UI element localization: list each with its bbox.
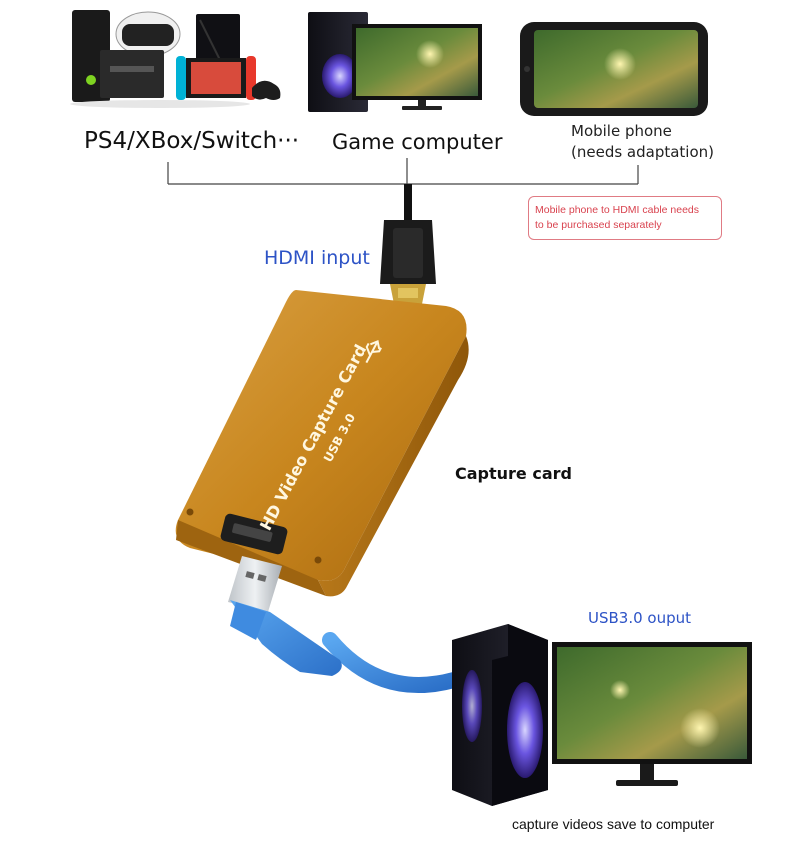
mobile-phone-label: Mobile phone (needs adaptation) (571, 121, 714, 163)
switch-dock-icon (100, 50, 164, 98)
consoles-illustration (70, 10, 281, 108)
game-computer-illustration (308, 12, 482, 112)
purchase-note-line1: Mobile phone to HDMI cable needs (535, 204, 700, 216)
mobile-phone-label-line1: Mobile phone (571, 122, 672, 140)
hdmi-cable (380, 184, 436, 304)
consoles-label: PS4/XBox/Switch··· (84, 128, 300, 154)
capture-card-label: Capture card (455, 464, 572, 483)
destination-computer-illustration (452, 624, 752, 806)
mobile-phone-label-line2: (needs adaptation) (571, 143, 715, 161)
purchase-note-box: Mobile phone to HDMI cable needs to be p… (528, 196, 722, 240)
controller-icon (252, 80, 281, 100)
source-bracket-lines (167, 158, 639, 185)
save-caption: capture videos save to computer (512, 816, 715, 832)
joycon-left-icon (176, 56, 186, 100)
usb-cable (228, 556, 462, 693)
usb-output-label: USB3.0 ouput (588, 609, 692, 627)
hdmi-input-label: HDMI input (264, 247, 370, 269)
capture-card-illustration: HD Video Capture Card USB 3.0 (175, 290, 469, 597)
purchase-note-line2: to be purchased separately (535, 219, 662, 231)
mobile-phone-illustration (520, 22, 708, 116)
game-computer-label: Game computer (332, 130, 503, 154)
usb-logo-icon (365, 340, 382, 364)
usb-plug-tip-icon (228, 556, 282, 612)
